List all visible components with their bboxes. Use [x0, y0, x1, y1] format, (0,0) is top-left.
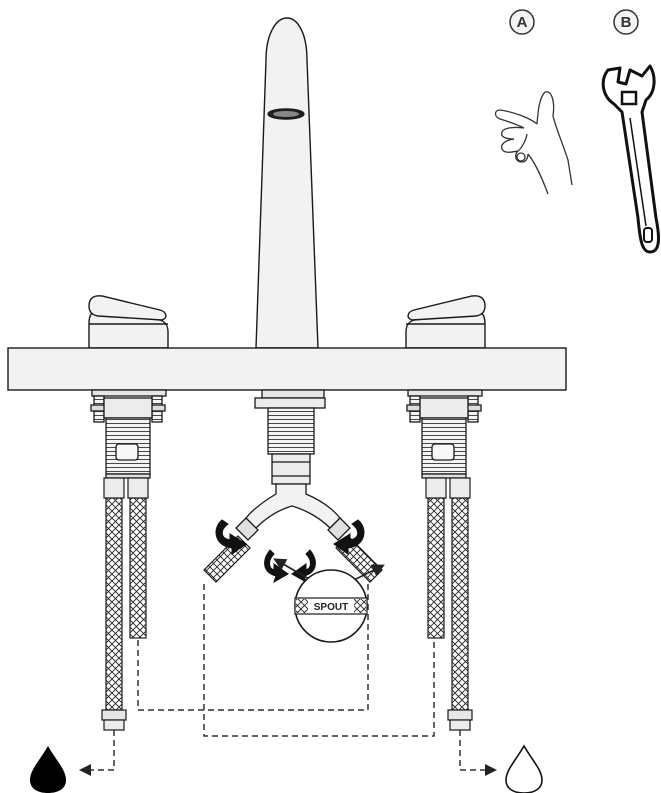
left-handle [88, 295, 169, 349]
tool-b: B [601, 9, 660, 254]
right-outer-hose [451, 497, 469, 711]
right-handle [405, 295, 486, 349]
tool-b-badge [613, 9, 639, 35]
rotate-arrow-left-outer-icon [215, 519, 247, 555]
rotate-arrow-left-inner-icon [264, 549, 289, 584]
left-outer-hose [105, 497, 123, 711]
faucet [7, 17, 567, 391]
spout-shank [235, 389, 351, 541]
spout-detail: SPOUT [294, 569, 368, 643]
spout-tee [245, 483, 341, 529]
tool-b-letter: B [621, 14, 632, 31]
rotate-arrow-right-inner-icon [291, 549, 316, 584]
tool-a-badge [509, 9, 535, 35]
supply-hoses [101, 477, 473, 731]
left-inner-hose [129, 497, 147, 639]
spout-label: SPOUT [314, 602, 348, 613]
left-valve [90, 389, 167, 479]
spout-body [255, 17, 319, 349]
deck-plate [7, 347, 567, 391]
hand-icon [494, 91, 573, 195]
tool-a-letter: A [517, 14, 528, 31]
right-inner-hose [427, 497, 445, 639]
wrench-icon [601, 64, 660, 254]
routing-lines [79, 584, 497, 776]
rotate-arrow-right-outer-icon [333, 519, 365, 555]
right-valve [406, 389, 483, 479]
tool-a: A [494, 9, 573, 195]
cold-water-drop-icon [505, 744, 543, 793]
hot-water-drop-icon [30, 746, 66, 793]
